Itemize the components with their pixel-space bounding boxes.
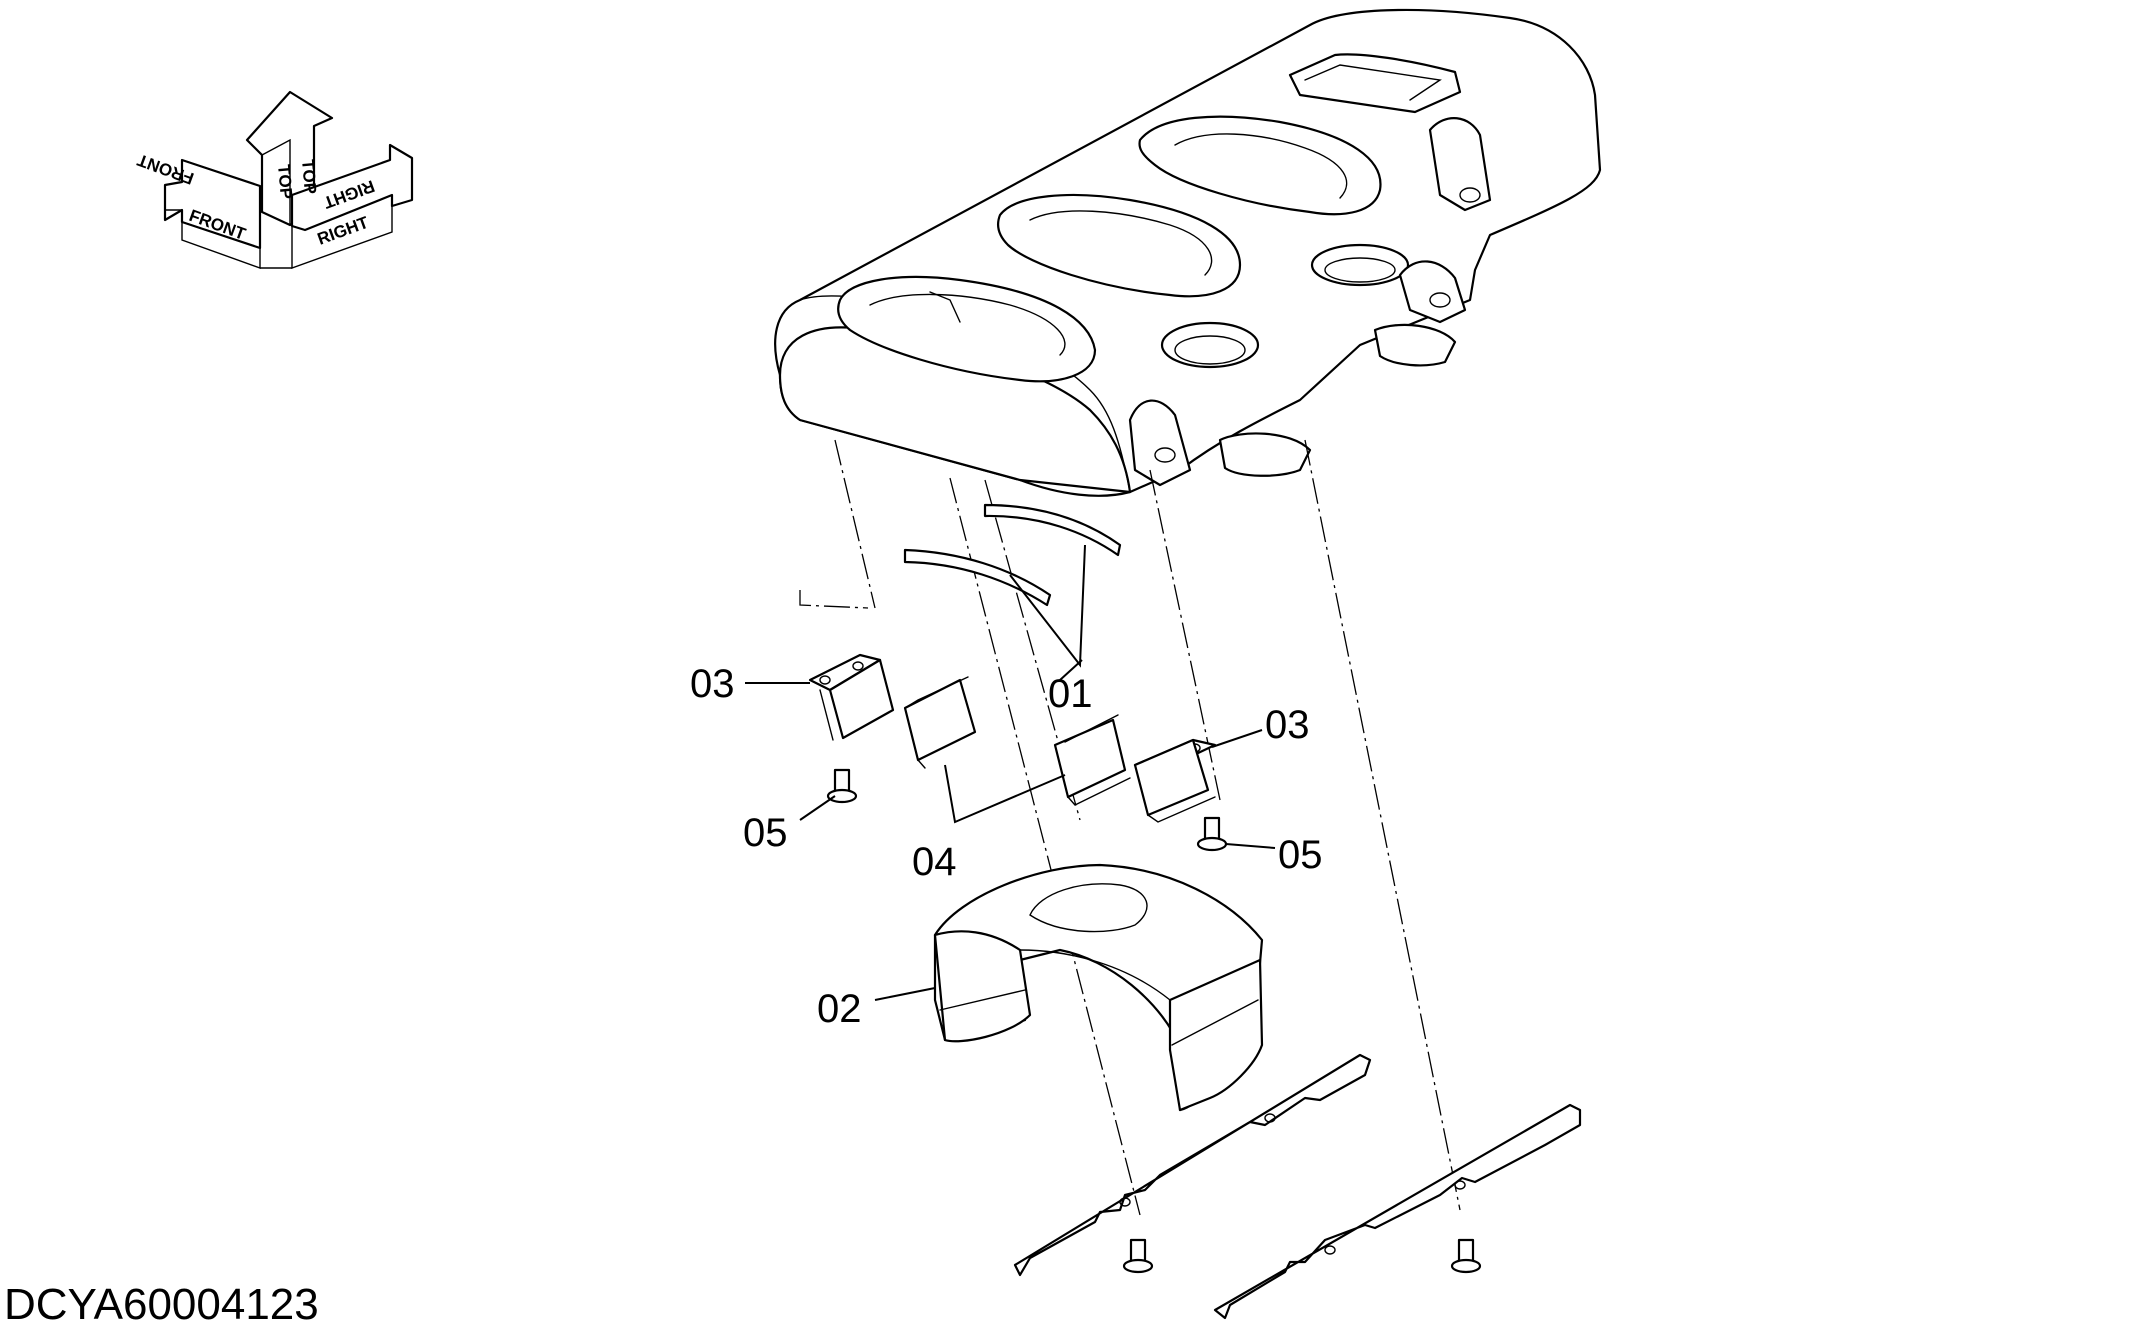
cup-recess-middle bbox=[997, 193, 1242, 298]
cup-recess-rear bbox=[1138, 115, 1382, 216]
part-05-screw-right bbox=[1196, 816, 1228, 852]
right-arrow-icon bbox=[290, 143, 414, 232]
front-arrow-icon bbox=[163, 158, 262, 250]
top-label-right: TOP bbox=[298, 159, 320, 195]
leader-02 bbox=[874, 987, 936, 1001]
round-holder-front bbox=[1160, 321, 1260, 369]
assembly-centerlines bbox=[799, 439, 1461, 1216]
screw-bottom-right bbox=[1450, 1238, 1482, 1274]
leader-05-right bbox=[1225, 843, 1276, 849]
strip-lower bbox=[903, 548, 1052, 607]
strip-upper bbox=[983, 503, 1122, 557]
top-label-left: TOP bbox=[274, 164, 296, 200]
screw-bottom-left bbox=[1122, 1238, 1154, 1274]
round-holder-rear bbox=[1310, 243, 1410, 287]
front-label-upper: FRONT bbox=[134, 150, 196, 188]
leader-03-right bbox=[1211, 729, 1263, 748]
document-id: DCYA60004123 bbox=[4, 1280, 319, 1329]
callout-02: 02 bbox=[817, 987, 862, 1031]
rail-right bbox=[1213, 1103, 1582, 1320]
rail-left bbox=[1013, 1053, 1372, 1277]
part-02-cover-plate bbox=[933, 863, 1264, 1112]
part-03-bracket-right bbox=[1133, 738, 1217, 823]
part-04-clip-right bbox=[1053, 714, 1131, 806]
callout-01: 01 bbox=[1048, 672, 1093, 716]
callout-03-right: 03 bbox=[1265, 703, 1310, 747]
part-04-clip-left bbox=[903, 676, 977, 769]
callout-05-right: 05 bbox=[1278, 833, 1323, 877]
leader-lines bbox=[745, 682, 1276, 1001]
callout-labels: 01 02 03 03 04 05 05 bbox=[690, 662, 1323, 1031]
part-05-screw-left bbox=[826, 768, 858, 804]
leader-05-left bbox=[799, 795, 836, 821]
part-03-bracket-left bbox=[808, 653, 895, 741]
leader-04 bbox=[944, 764, 1066, 824]
callout-03-left: 03 bbox=[690, 662, 735, 706]
callout-05-left: 05 bbox=[743, 811, 788, 855]
orientation-indicator: FRONT FRONT TOP TOP RIGHT RIGHT bbox=[134, 90, 414, 269]
part-01-strips bbox=[903, 503, 1122, 681]
cover-plate-hole bbox=[1029, 883, 1148, 933]
console-cover-assembly bbox=[774, 8, 1602, 497]
callout-04: 04 bbox=[912, 840, 957, 884]
cup-recess-front bbox=[837, 275, 1097, 383]
